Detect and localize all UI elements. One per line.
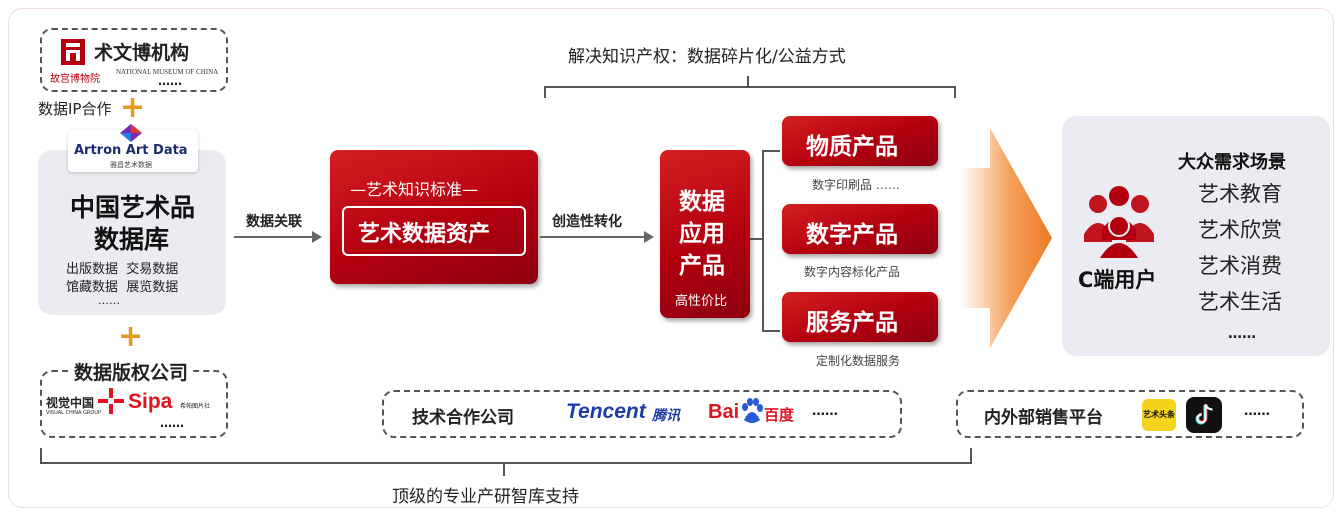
- museum-name: 术文博机构: [94, 42, 190, 64]
- bottom-label: 顶级的专业产研智库支持: [392, 487, 579, 507]
- users-label: C端用户: [1078, 268, 1157, 292]
- top-bracket: [544, 86, 956, 98]
- tencent-logo-text: Tencent: [566, 400, 646, 423]
- museum-seal-text: 故宫博物院: [50, 74, 100, 85]
- tencent-logo-cn: 腾讯: [652, 408, 680, 424]
- bottom-bracket-tick: [503, 462, 505, 476]
- baidu-logo-cn: 百度: [764, 406, 795, 424]
- artron-logo-text: Artron Art Data: [74, 143, 188, 158]
- product-bracket: [762, 150, 780, 332]
- product-caption-2: 数字内容标化产品: [804, 265, 901, 279]
- outer-frame: [8, 8, 1334, 508]
- artron-dots: ……: [98, 294, 120, 307]
- art-headline-app-text: 艺术头条: [1143, 410, 1175, 419]
- link-label: 数据关联: [246, 214, 302, 230]
- tech-dots: ……: [812, 404, 838, 419]
- sales-box: [956, 390, 1304, 438]
- app-line1: 数据: [679, 189, 725, 215]
- big-orange-arrow: [960, 128, 1052, 348]
- sales-dots: ……: [1244, 404, 1270, 419]
- product-box-1: [782, 116, 938, 166]
- artron-items-1: 出版数据 交易数据: [66, 262, 179, 277]
- app-line2: 应用: [679, 221, 725, 247]
- sipa-logo-sub: 希帕图片社: [180, 403, 211, 410]
- top-bracket-tick: [747, 76, 749, 86]
- museum-box: 术文博机构 故宫博物院 NATIONAL MUSEUM OF CHINA ……: [40, 28, 228, 92]
- sipa-logo-text: Sipa: [128, 390, 173, 413]
- creative-arrow: [540, 236, 646, 238]
- artron-logo-sub: 雅昌艺术数据: [110, 161, 152, 169]
- app-line3: 产品: [679, 253, 725, 279]
- bottom-bracket: [40, 448, 972, 464]
- museum-dots: ……: [158, 74, 182, 88]
- museum-caption: NATIONAL MUSEUM OF CHINA: [116, 68, 219, 76]
- standard-subtitle: —艺术知识标准—: [350, 180, 479, 199]
- copyright-title: 数据版权公司: [70, 358, 193, 385]
- app-product-box: [660, 150, 750, 318]
- vcg-logo-sub: VISUAL CHINA GROUP: [46, 410, 101, 416]
- artron-panel: [38, 150, 226, 315]
- scenes-dots: ……: [1228, 326, 1256, 342]
- artron-items-2: 馆藏数据 展览数据: [66, 280, 179, 295]
- product-name-2: 数字产品: [806, 222, 898, 248]
- museum-logo-icon: [61, 39, 85, 65]
- artron-logo: Artron Art Data 雅昌艺术数据: [68, 124, 198, 172]
- baidu-logo-text: Bai: [708, 401, 740, 423]
- copyright-dots: ……: [160, 416, 184, 430]
- artron-title-2: 数据库: [94, 225, 170, 254]
- link-arrow: [234, 236, 314, 238]
- scene-1: 艺术教育: [1198, 182, 1282, 206]
- scene-3: 艺术消费: [1198, 254, 1282, 278]
- plus-icon-1: +: [120, 90, 146, 125]
- product-box-3: [782, 292, 938, 342]
- users-group-icon: [1084, 186, 1154, 258]
- top-bracket-label: 解决知识产权：数据碎片化/公益方式: [568, 47, 846, 67]
- product-caption-3: 定制化数据服务: [816, 354, 901, 368]
- scenes-title: 大众需求场景: [1178, 152, 1286, 173]
- creative-arrow-head: [644, 231, 654, 243]
- data-ip-label: 数据IP合作: [38, 100, 112, 118]
- product-name-3: 服务产品: [806, 310, 898, 336]
- tiktok-icon: [1186, 397, 1222, 433]
- plus-icon-2: +: [118, 319, 144, 354]
- artron-diamond-icon: [120, 124, 142, 142]
- app-sub: 高性价比: [675, 294, 728, 309]
- vcg-logo-text: 视觉中国: [46, 396, 95, 410]
- product-box-2: [782, 204, 938, 254]
- scene-4: 艺术生活: [1198, 290, 1282, 314]
- product-bracket-tick: [750, 238, 762, 240]
- sipa-logo-icon: [98, 388, 124, 414]
- sales-label: 内外部销售平台: [984, 408, 1103, 428]
- tech-label: 技术合作公司: [412, 408, 514, 428]
- creative-label: 创造性转化: [552, 214, 622, 230]
- product-name-1: 物质产品: [806, 134, 898, 160]
- standard-title-box: [342, 206, 526, 256]
- standard-title: 艺术数据资产: [358, 222, 491, 247]
- art-data-asset-box: [330, 150, 538, 284]
- tech-box: [382, 390, 902, 438]
- link-arrow-head: [312, 231, 322, 243]
- product-caption-1: 数字印刷品 ……: [812, 178, 900, 192]
- scene-2: 艺术欣赏: [1198, 218, 1282, 242]
- art-headline-app-icon: 艺术头条: [1142, 399, 1176, 431]
- baidu-paw-icon: [742, 398, 763, 423]
- artron-title-1: 中国艺术品: [70, 193, 196, 222]
